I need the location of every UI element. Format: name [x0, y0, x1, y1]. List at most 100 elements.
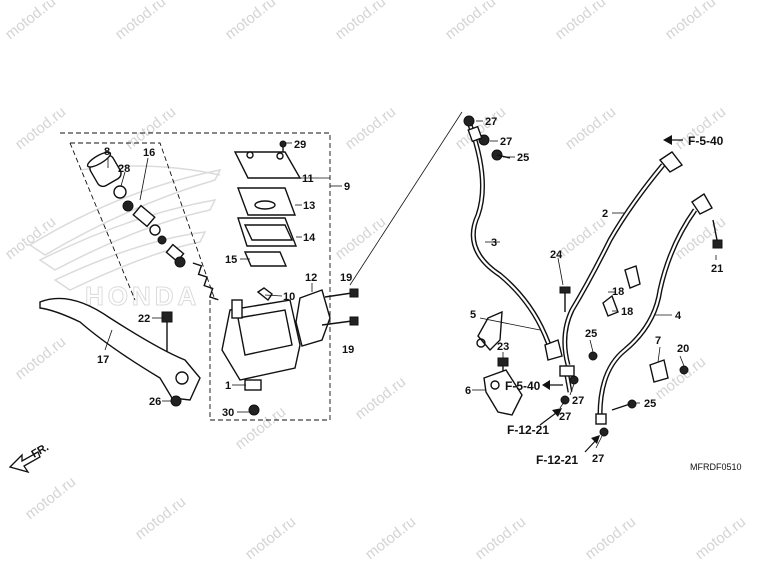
- master-cylinder-body: [221, 299, 301, 381]
- watermark: motod.ru: [12, 103, 69, 153]
- watermark: motod.ru: [662, 0, 719, 43]
- callout: 19: [340, 272, 352, 284]
- front-direction-label: FR.: [30, 441, 51, 460]
- callout: 22: [138, 313, 150, 325]
- reference-arrows: [539, 135, 683, 453]
- watermark: motod.ru: [2, 213, 59, 263]
- callout: 5: [470, 309, 476, 321]
- hose-group: [463, 115, 723, 437]
- washer-27c: [560, 395, 570, 405]
- holder: [295, 289, 331, 347]
- callout: 11: [302, 173, 314, 185]
- frame-master-cylinder: [60, 132, 331, 421]
- callout: 24: [550, 249, 563, 261]
- callout-labels: 8 16 28 29 11 9 13 14 15 12 19 10 19 22 …: [97, 116, 723, 465]
- callout: 14: [303, 232, 316, 244]
- callout: 17: [97, 354, 109, 366]
- watermark: motod.ru: [352, 373, 409, 423]
- callout: 8: [104, 146, 110, 158]
- bolt-19b: [321, 316, 359, 326]
- callout: 27: [592, 453, 604, 465]
- screw-30: [248, 404, 260, 416]
- diagram-code: MFRDF0510: [690, 462, 742, 472]
- watermark: motod.ru: [12, 333, 69, 383]
- callout: 27: [572, 395, 584, 407]
- callout: 3: [491, 237, 497, 249]
- watermark: motod.ru: [552, 0, 609, 43]
- callout: 6: [465, 385, 471, 397]
- watermark: motod.ru: [472, 513, 529, 563]
- watermark: motod.ru: [332, 0, 389, 43]
- callout: 27: [559, 411, 571, 423]
- callout: 27: [500, 136, 512, 148]
- frame-piston-kit: [70, 142, 216, 301]
- piston-assembly: [122, 200, 219, 301]
- bolt-23: [497, 357, 509, 367]
- callout: 20: [677, 343, 689, 355]
- watermark: motod.ru: [242, 513, 299, 563]
- watermark: motod.ru: [2, 0, 59, 43]
- callout: 2: [602, 208, 608, 220]
- callout: 19: [342, 344, 354, 356]
- hose-2: [562, 163, 665, 366]
- washer-27a: [463, 115, 475, 127]
- fitting-right: [691, 193, 713, 215]
- callout: 9: [344, 181, 350, 193]
- callout: 25: [517, 152, 529, 164]
- callout: 18: [612, 286, 624, 298]
- callout: 25: [585, 328, 597, 340]
- watermark: motod.ru: [442, 0, 499, 43]
- watermark: motod.ru: [562, 103, 619, 153]
- clamp-18a: [624, 265, 641, 289]
- watermark: motod.ru: [112, 0, 169, 43]
- reference-label: F-5-40: [505, 379, 541, 393]
- callout: 16: [143, 147, 155, 159]
- callout: 23: [497, 341, 509, 353]
- callout: 15: [225, 254, 237, 266]
- callout: 29: [294, 139, 306, 151]
- callout: 30: [222, 407, 234, 419]
- watermark: motod.ru: [692, 513, 749, 563]
- callout: 18: [621, 306, 633, 318]
- front-direction-indicator: FR.: [8, 441, 51, 474]
- assembly-frames: [60, 132, 331, 421]
- watermark: motod.ru: [342, 103, 399, 153]
- bolt-20: [679, 365, 689, 375]
- diaphragm: [237, 217, 298, 247]
- reference-label: F-5-40: [688, 134, 724, 148]
- float: [243, 251, 288, 267]
- washer-27d: [569, 375, 579, 385]
- watermark: motod.ru: [132, 493, 189, 543]
- reference-label: F-12-21: [536, 453, 578, 467]
- bolt-21: [712, 239, 723, 249]
- boot: [86, 151, 122, 188]
- callout: 26: [149, 396, 161, 408]
- front-arrow-icon: [8, 451, 41, 474]
- bolt-25b: [588, 351, 598, 361]
- bolt-19a: [324, 288, 359, 298]
- reference-label: F-12-21: [507, 423, 549, 437]
- callout: 21: [711, 263, 723, 275]
- connector-line: [349, 111, 463, 286]
- watermark: motod.ru: [582, 513, 639, 563]
- clip-10: [256, 287, 273, 302]
- brake-switch: [244, 379, 262, 391]
- watermark: motod.ru: [22, 473, 79, 523]
- watermark: motod.ru: [362, 513, 419, 563]
- honda-logo-text: HONDA: [85, 281, 200, 311]
- clamp-18b: [602, 294, 619, 317]
- watermark: motod.ru: [222, 0, 279, 43]
- callout: 4: [675, 310, 682, 322]
- watermark: motod.ru: [122, 103, 179, 153]
- honda-wing-logo: HONDA: [28, 165, 222, 312]
- callout: 1: [225, 380, 231, 392]
- hose-3: [467, 124, 555, 353]
- master-cylinder-group: [39, 140, 359, 416]
- callout: 10: [283, 291, 295, 303]
- leader-lines: [104, 120, 717, 449]
- reference-labels: F-5-40 F-5-40 F-12-21 F-12-21: [505, 134, 724, 467]
- reservoir-cap: [233, 151, 302, 179]
- washer-27e: [599, 427, 609, 437]
